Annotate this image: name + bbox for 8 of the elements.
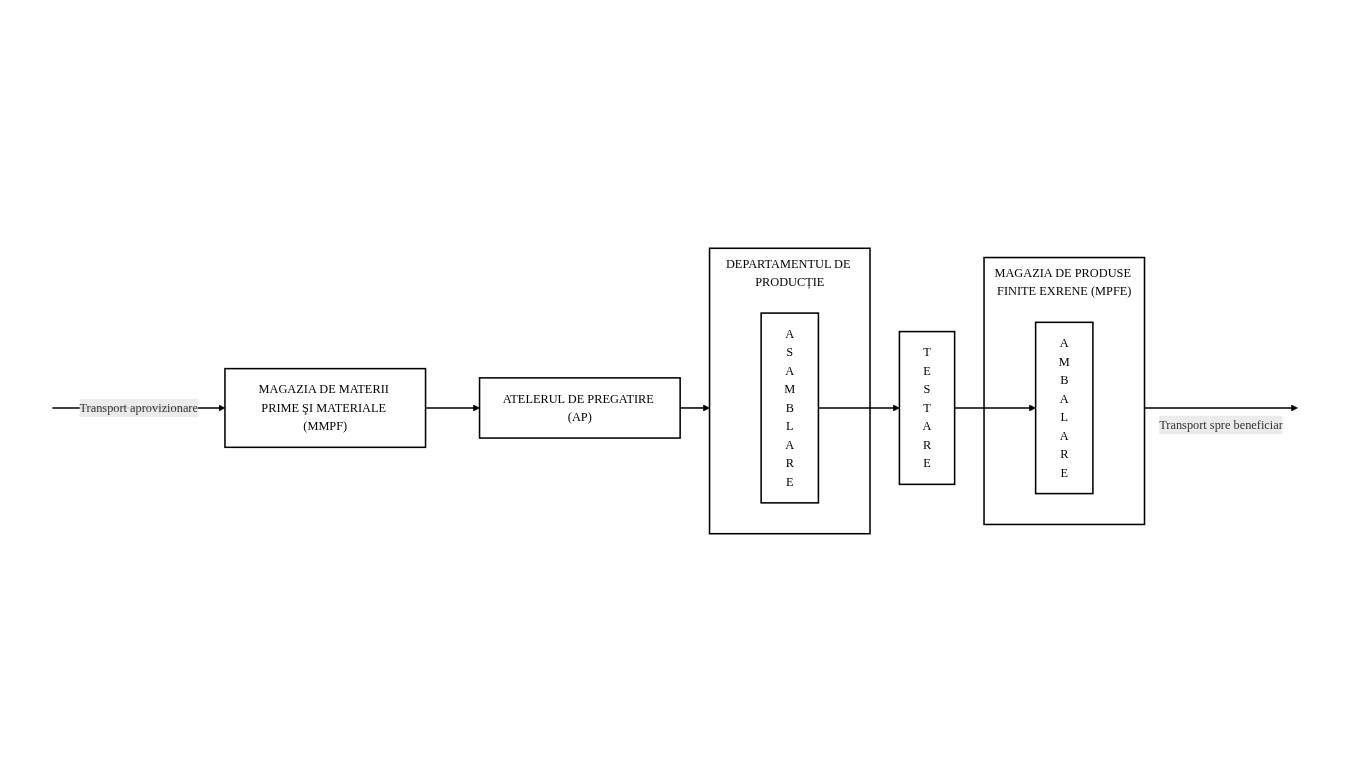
arrow xyxy=(1143,404,1298,412)
node-box: A S A M B L A R E xyxy=(760,312,820,504)
node-box: ATELERUL DE PREGATIRE (AP) xyxy=(478,377,681,439)
node-box: MAGAZIA DE MATERII PRIME ŞI MATERIALE (MMPF) xyxy=(224,367,427,449)
node-box: A M B A L A R E xyxy=(1034,321,1094,495)
node-box: T E S T A R E xyxy=(898,330,956,486)
edge-label: Transport aprovizionare xyxy=(79,401,198,415)
edge-label: Transport spre beneficiar xyxy=(1159,418,1283,432)
